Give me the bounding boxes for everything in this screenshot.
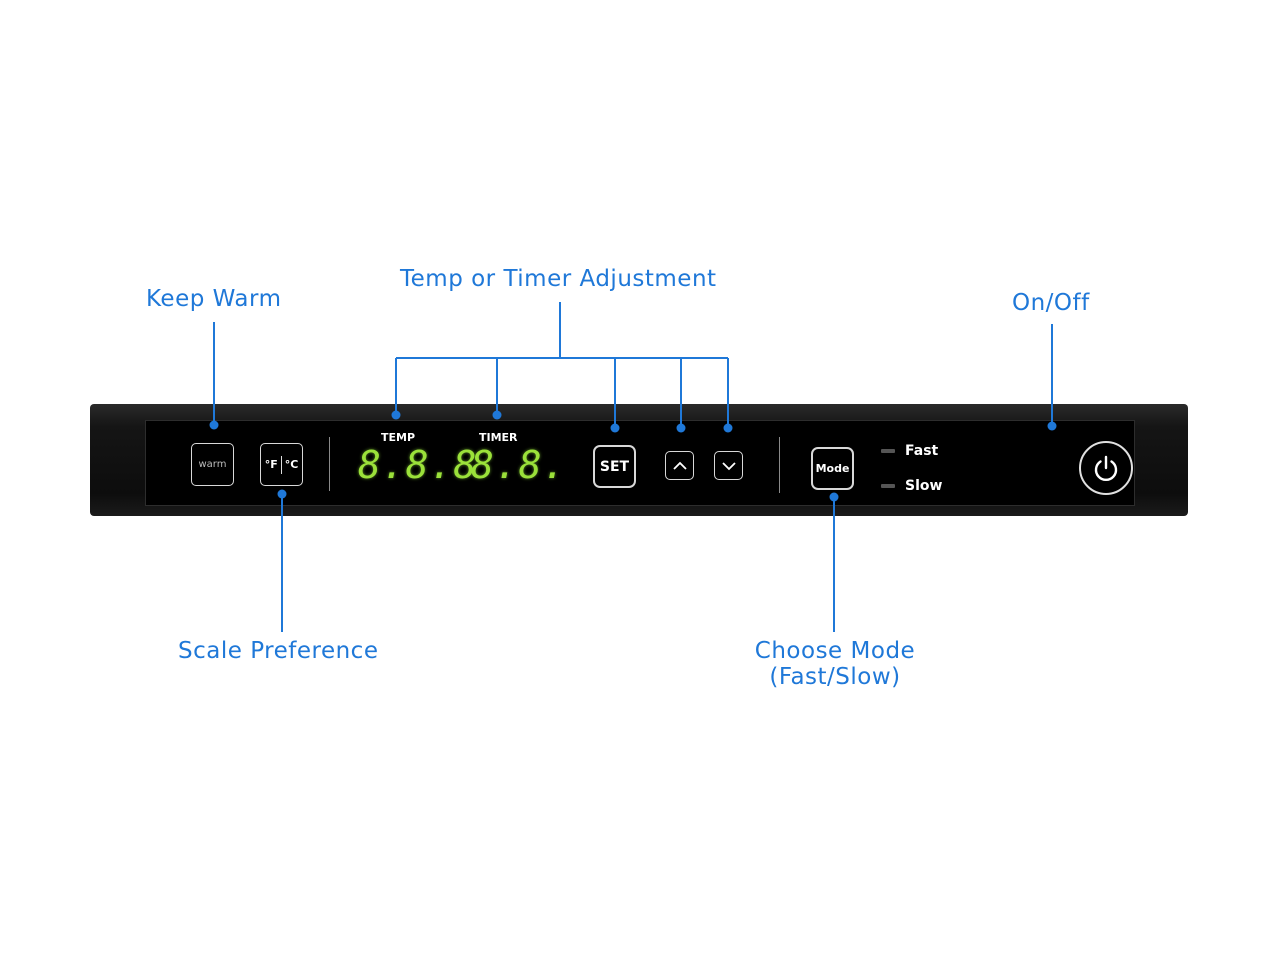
chevron-down-icon [721,461,736,470]
control-panel: warm °F °C TEMP 8.8.8 TIMER 8.8. SET M [90,404,1188,516]
keep-warm-marker [209,420,219,430]
keep-warm-button[interactable]: warm [191,443,234,486]
slow-label: Slow [905,478,943,494]
temp-timer-adjustment-callout: Temp or Timer Adjustment [400,266,717,292]
down-marker [723,423,733,433]
up-button[interactable] [665,451,694,480]
choose-mode-callout: Choose Mode (Fast/Slow) [735,638,935,690]
power-button[interactable] [1079,441,1133,495]
temp-display: 8.8.8 [358,443,478,487]
celsius-label: °C [284,458,299,471]
up-marker [676,423,686,433]
choose-mode-callout-line2: (Fast/Slow) [769,664,901,690]
mode-marker [829,492,839,502]
power-marker [1047,421,1057,431]
scale-marker [277,489,287,499]
mode-button[interactable]: Mode [811,447,854,490]
slow-indicator-led [881,484,895,488]
timer-display: 8.8. [471,443,567,487]
scale-toggle-button[interactable]: °F °C [260,443,303,486]
timer-marker [492,410,502,420]
on-off-callout: On/Off [1012,290,1090,316]
scale-separator [280,455,282,474]
temp-marker [391,410,401,420]
timer-display-label: TIMER [479,431,518,444]
set-marker [610,423,620,433]
down-button[interactable] [714,451,743,480]
set-button[interactable]: SET [593,445,636,488]
divider-right [779,437,780,493]
choose-mode-callout-line1: Choose Mode [754,638,916,664]
fahrenheit-label: °F [264,458,278,471]
power-icon [1094,455,1118,482]
scale-preference-callout: Scale Preference [178,638,379,664]
keep-warm-callout: Keep Warm [146,286,282,312]
fast-indicator-led [881,449,895,453]
divider-left [329,437,330,491]
control-panel-face: warm °F °C TEMP 8.8.8 TIMER 8.8. SET M [145,420,1135,506]
chevron-up-icon [672,461,687,470]
temp-display-label: TEMP [381,431,416,444]
fast-label: Fast [905,443,939,459]
